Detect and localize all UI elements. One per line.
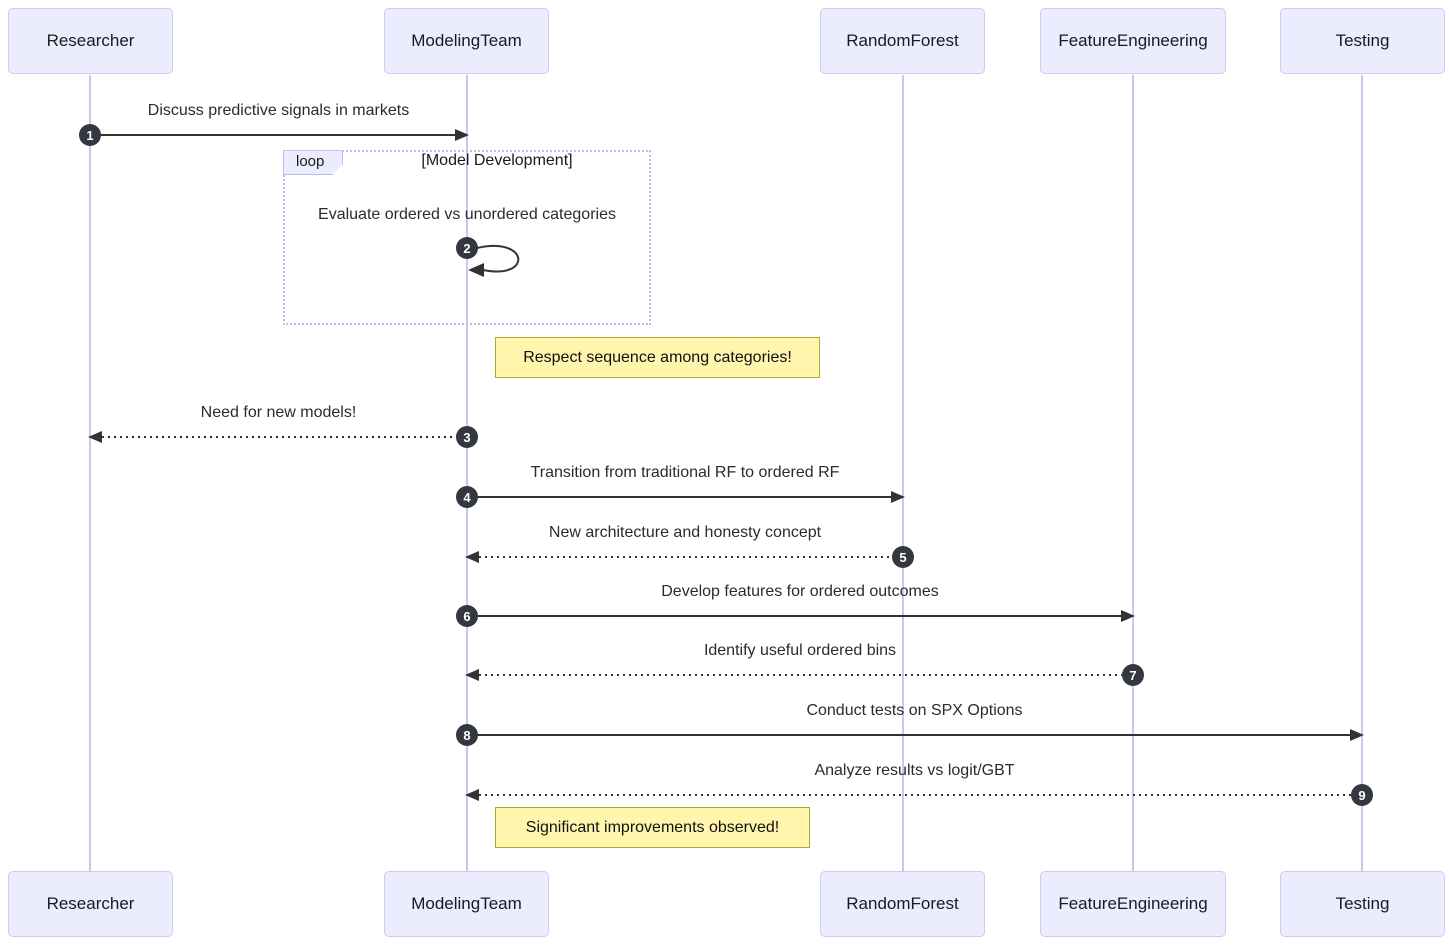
message-arrow-9: 9 bbox=[465, 784, 1373, 806]
lifeline-randomforest bbox=[902, 75, 904, 871]
message-text-9: Analyze results vs logit/GBT bbox=[814, 762, 1015, 779]
actor-bottom-modelingteam: ModelingTeam bbox=[384, 871, 549, 937]
sequence-number-badge: 7 bbox=[1122, 664, 1144, 686]
sequence-number-badge: 4 bbox=[456, 486, 478, 508]
loop-box: loop bbox=[283, 150, 651, 325]
arrowhead-icon bbox=[465, 669, 479, 681]
message-arrow-3: 3 bbox=[88, 426, 478, 448]
arrowhead-icon bbox=[1121, 610, 1135, 622]
message-text-8: Conduct tests on SPX Options bbox=[806, 702, 1023, 719]
actor-top-researcher: Researcher bbox=[8, 8, 173, 74]
actor-bottom-testing: Testing bbox=[1280, 871, 1445, 937]
message-text-6: Develop features for ordered outcomes bbox=[661, 583, 939, 600]
message-arrow-4: 4 bbox=[456, 486, 905, 508]
self-message-arrow bbox=[468, 245, 520, 277]
note-respect-sequence: Respect sequence among categories! bbox=[495, 337, 820, 378]
lifeline-featureengineering bbox=[1132, 75, 1134, 871]
message-arrow-5: 5 bbox=[465, 546, 914, 568]
message-arrow-1: 1 bbox=[79, 124, 469, 146]
message-text-1: Discuss predictive signals in markets bbox=[147, 102, 410, 119]
arrowhead-icon bbox=[88, 431, 102, 443]
message-text-3: Need for new models! bbox=[200, 404, 357, 421]
message-text-5: New architecture and honesty concept bbox=[548, 524, 822, 541]
sequence-number-badge: 3 bbox=[456, 426, 478, 448]
message-arrow-8: 8 bbox=[456, 724, 1364, 746]
arrowhead-icon bbox=[891, 491, 905, 503]
arrowhead-icon bbox=[465, 551, 479, 563]
message-arrow-7: 7 bbox=[465, 664, 1144, 686]
sequence-number-badge: 8 bbox=[456, 724, 478, 746]
sequence-number-badge: 9 bbox=[1351, 784, 1373, 806]
actor-top-testing: Testing bbox=[1280, 8, 1445, 74]
actor-bottom-featureengineering: FeatureEngineering bbox=[1040, 871, 1226, 937]
sequence-number-badge: 2 bbox=[456, 237, 478, 259]
arrowhead-icon bbox=[1350, 729, 1364, 741]
actor-top-featureengineering: FeatureEngineering bbox=[1040, 8, 1226, 74]
note-significant-improvements: Significant improvements observed! bbox=[495, 807, 810, 848]
message-text-4: Transition from traditional RF to ordere… bbox=[530, 464, 840, 481]
arrowhead-icon bbox=[465, 789, 479, 801]
actor-bottom-randomforest: RandomForest bbox=[820, 871, 985, 937]
actor-top-randomforest: RandomForest bbox=[820, 8, 985, 74]
lifeline-modelingteam bbox=[466, 75, 468, 871]
message-text-7: Identify useful ordered bins bbox=[703, 642, 897, 659]
loop-label: loop bbox=[283, 150, 343, 175]
loop-title: [Model Development] bbox=[421, 152, 573, 169]
actor-bottom-researcher: Researcher bbox=[8, 871, 173, 937]
lifeline-testing bbox=[1361, 75, 1363, 871]
arrowhead-icon bbox=[455, 129, 469, 141]
actor-top-modelingteam: ModelingTeam bbox=[384, 8, 549, 74]
message-text-2: Evaluate ordered vs unordered categories bbox=[318, 206, 616, 223]
lifeline-researcher bbox=[89, 75, 91, 871]
sequence-number-badge: 6 bbox=[456, 605, 478, 627]
message-arrow-6: 6 bbox=[456, 605, 1135, 627]
sequence-number-badge: 1 bbox=[79, 124, 101, 146]
sequence-number-badge: 5 bbox=[892, 546, 914, 568]
